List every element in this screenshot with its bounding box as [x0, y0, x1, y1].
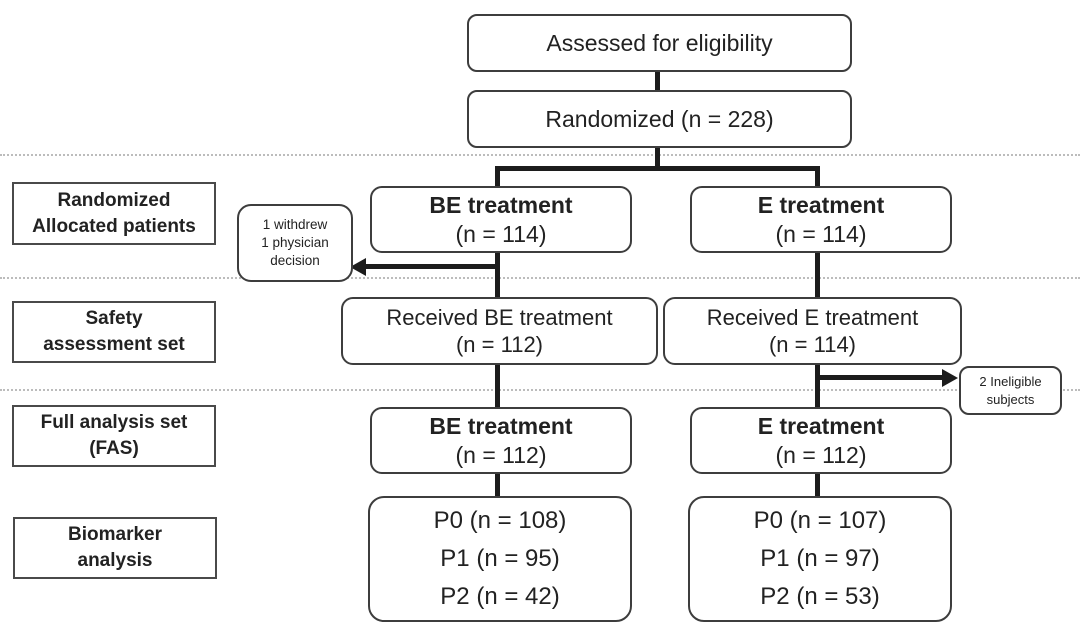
be-biomarker-p0: P0 (n = 108) — [433, 507, 567, 535]
ineligible-arrow-shaft — [817, 375, 944, 380]
withdraw-note-line: decision — [270, 253, 320, 269]
row-label-text: analysis — [77, 550, 153, 571]
row-label-safety-set: Safety assessment set — [12, 301, 216, 363]
row-label-randomized-allocated: Randomized Allocated patients — [12, 182, 216, 245]
withdraw-note-line: 1 withdrew — [262, 216, 328, 232]
be-fas-title: BE treatment — [429, 412, 573, 439]
row-label-text: Full analysis set — [40, 412, 188, 434]
e-received-n: (n = 114) — [768, 332, 857, 357]
connector-be-received-fas — [495, 361, 500, 409]
be-allocated-n: (n = 114) — [455, 220, 547, 247]
row-label-text: Allocated patients — [32, 215, 196, 237]
e-biomarker-p2: P2 (n = 53) — [760, 582, 880, 610]
be-received-box: Received BE treatment (n = 112) — [341, 297, 658, 365]
assessed-for-eligibility-box: Assessed for eligibility — [467, 14, 852, 72]
e-biomarker-p0: P0 (n = 107) — [753, 507, 887, 535]
be-biomarker-p2: P2 (n = 42) — [440, 582, 560, 610]
ineligible-arrowhead-icon — [942, 369, 958, 387]
e-biomarker-box: P0 (n = 107) P1 (n = 97) P2 (n = 53) — [688, 496, 952, 622]
connector-be-fas-biomarker — [495, 470, 500, 498]
section-divider-2 — [0, 277, 1080, 279]
e-allocated-box: E treatment (n = 114) — [690, 186, 952, 253]
withdraw-arrow-shaft — [362, 264, 497, 269]
be-allocated-title: BE treatment — [429, 191, 573, 218]
withdraw-note-line: 1 physician — [261, 234, 329, 250]
be-fas-n: (n = 112) — [455, 441, 547, 468]
e-fas-title: E treatment — [757, 412, 885, 439]
row-label-text: Safety — [85, 308, 143, 330]
section-divider-3 — [0, 389, 1080, 391]
row-label-text: Randomized — [57, 189, 171, 211]
connector-e-received-fas — [815, 361, 820, 409]
row-label-biomarker: Biomarker analysis — [13, 517, 217, 579]
row-label-text: (FAS) — [89, 438, 139, 459]
randomized-label: Randomized (n = 228) — [545, 105, 774, 132]
connector-assessed-randomized — [655, 66, 660, 93]
row-label-text: assessment set — [43, 334, 185, 355]
e-allocated-title: E treatment — [757, 191, 885, 218]
e-received-box: Received E treatment (n = 114) — [663, 297, 962, 365]
connector-branch-be — [495, 166, 500, 188]
ineligible-note-line: 2 Ineligible — [979, 373, 1042, 389]
connector-e-fas-biomarker — [815, 470, 820, 498]
assessed-label: Assessed for eligibility — [546, 29, 773, 56]
e-fas-n: (n = 112) — [775, 441, 867, 468]
be-biomarker-box: P0 (n = 108) P1 (n = 95) P2 (n = 42) — [368, 496, 632, 622]
be-fas-box: BE treatment (n = 112) — [370, 407, 632, 474]
ineligible-note-box: 2 Ineligible subjects — [959, 366, 1062, 415]
e-received-title: Received E treatment — [706, 304, 919, 330]
connector-e-allocated-received — [815, 249, 820, 299]
randomized-box: Randomized (n = 228) — [467, 90, 852, 148]
e-biomarker-p1: P1 (n = 97) — [760, 545, 880, 573]
branch-bar — [495, 166, 820, 171]
connector-randomized-branch — [655, 142, 660, 170]
row-label-fas: Full analysis set (FAS) — [12, 405, 216, 467]
section-divider-1 — [0, 154, 1080, 156]
e-fas-box: E treatment (n = 112) — [690, 407, 952, 474]
ineligible-note-line: subjects — [986, 391, 1035, 407]
e-allocated-n: (n = 114) — [775, 220, 867, 247]
connector-be-allocated-received — [495, 249, 500, 299]
be-received-title: Received BE treatment — [386, 304, 613, 330]
connector-branch-e — [815, 166, 820, 188]
withdraw-arrowhead-icon — [350, 258, 366, 276]
row-label-text: Biomarker — [68, 524, 162, 546]
be-biomarker-p1: P1 (n = 95) — [440, 545, 560, 573]
be-allocated-box: BE treatment (n = 114) — [370, 186, 632, 253]
withdraw-note-box: 1 withdrew 1 physician decision — [237, 204, 353, 282]
be-received-n: (n = 112) — [455, 332, 544, 357]
